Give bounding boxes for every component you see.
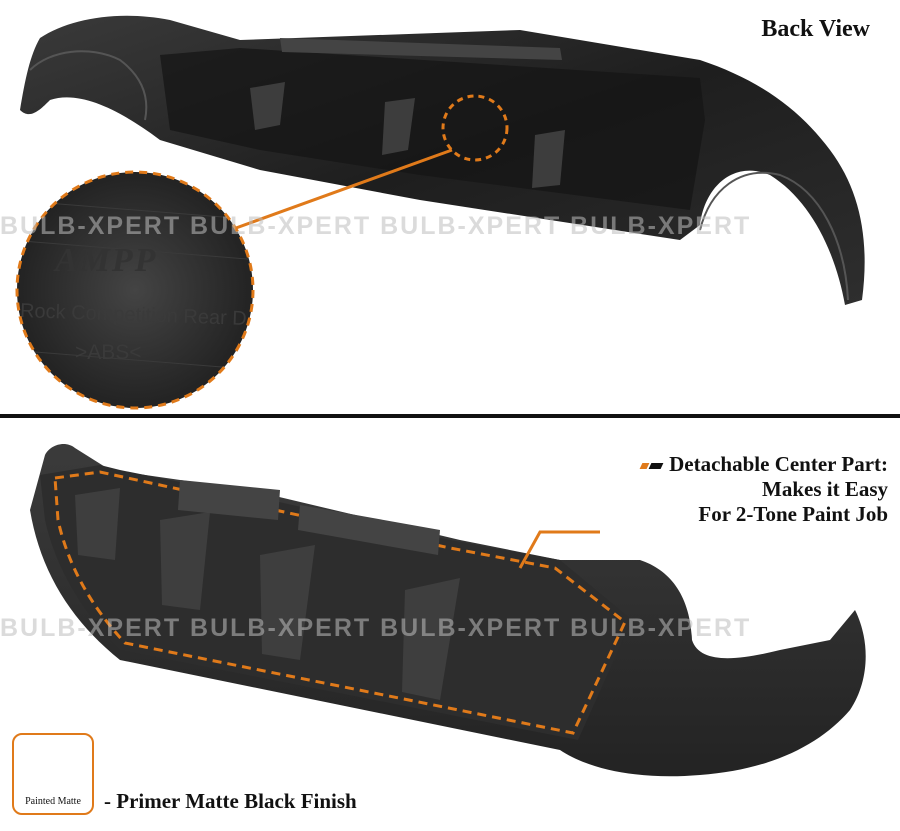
callout-line-3: For 2-Tone Paint Job <box>698 502 888 526</box>
painted-matte-badge: Painted Matte <box>12 733 94 815</box>
callout-line-2: Makes it Easy <box>762 477 888 501</box>
stamp-logo: AMPP <box>55 242 158 279</box>
section-divider <box>0 414 900 418</box>
zoom-connector <box>235 148 453 230</box>
watermark-bottom: BULB-XPERT BULB-XPERT BULB-XPERT BULB-XP… <box>0 614 752 642</box>
stamp-material: >ABS< <box>75 341 142 364</box>
front-view-diffuser <box>30 444 866 777</box>
back-view-diffuser <box>20 15 865 305</box>
watermark-top: BULB-XPERT BULB-XPERT BULB-XPERT BULB-XP… <box>0 212 752 240</box>
zoom-stamp-circle <box>15 170 255 410</box>
finish-label: - Primer Matte Black Finish <box>104 789 357 813</box>
back-view-label: Back View <box>761 16 870 42</box>
callout-connector <box>518 530 600 569</box>
bullet-icon <box>641 461 663 471</box>
callout-line-1: Detachable Center Part: <box>641 452 888 477</box>
callout-text: Detachable Center Part: Makes it Easy Fo… <box>641 452 888 527</box>
badge-label: Painted Matte <box>25 796 81 807</box>
